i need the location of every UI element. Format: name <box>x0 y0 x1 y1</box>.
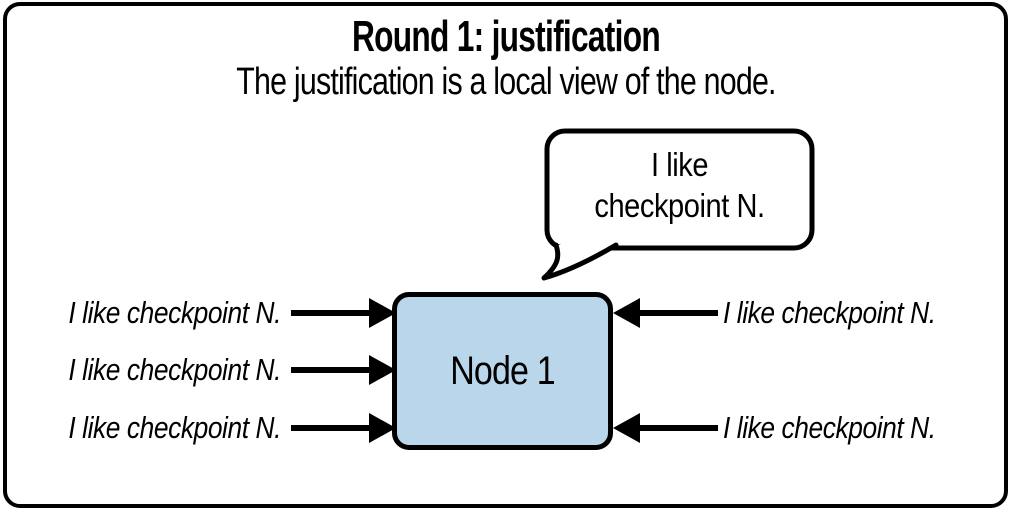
diagram-subtitle: The justification is a local view of the… <box>236 61 776 103</box>
speech-bubble-body <box>544 128 815 251</box>
message-label-right-1: I like checkpoint N. <box>723 295 936 330</box>
speech-bubble-text: I like checkpoint N. <box>563 144 796 226</box>
node-label: Node 1 <box>450 348 555 393</box>
speech-bubble-tail <box>541 242 619 281</box>
speech-bubble-line1: I like <box>650 146 709 183</box>
speech-bubble-line2: checkpoint N. <box>594 187 765 224</box>
message-label-left-3: I like checkpoint N. <box>68 410 281 445</box>
node: Node 1 <box>392 292 613 450</box>
message-label-left-1: I like checkpoint N. <box>68 295 281 330</box>
diagram-title: Round 1: justification <box>351 12 661 61</box>
message-label-left-2: I like checkpoint N. <box>68 352 281 387</box>
message-label-right-2: I like checkpoint N. <box>723 410 936 445</box>
speech-bubble <box>541 128 815 281</box>
